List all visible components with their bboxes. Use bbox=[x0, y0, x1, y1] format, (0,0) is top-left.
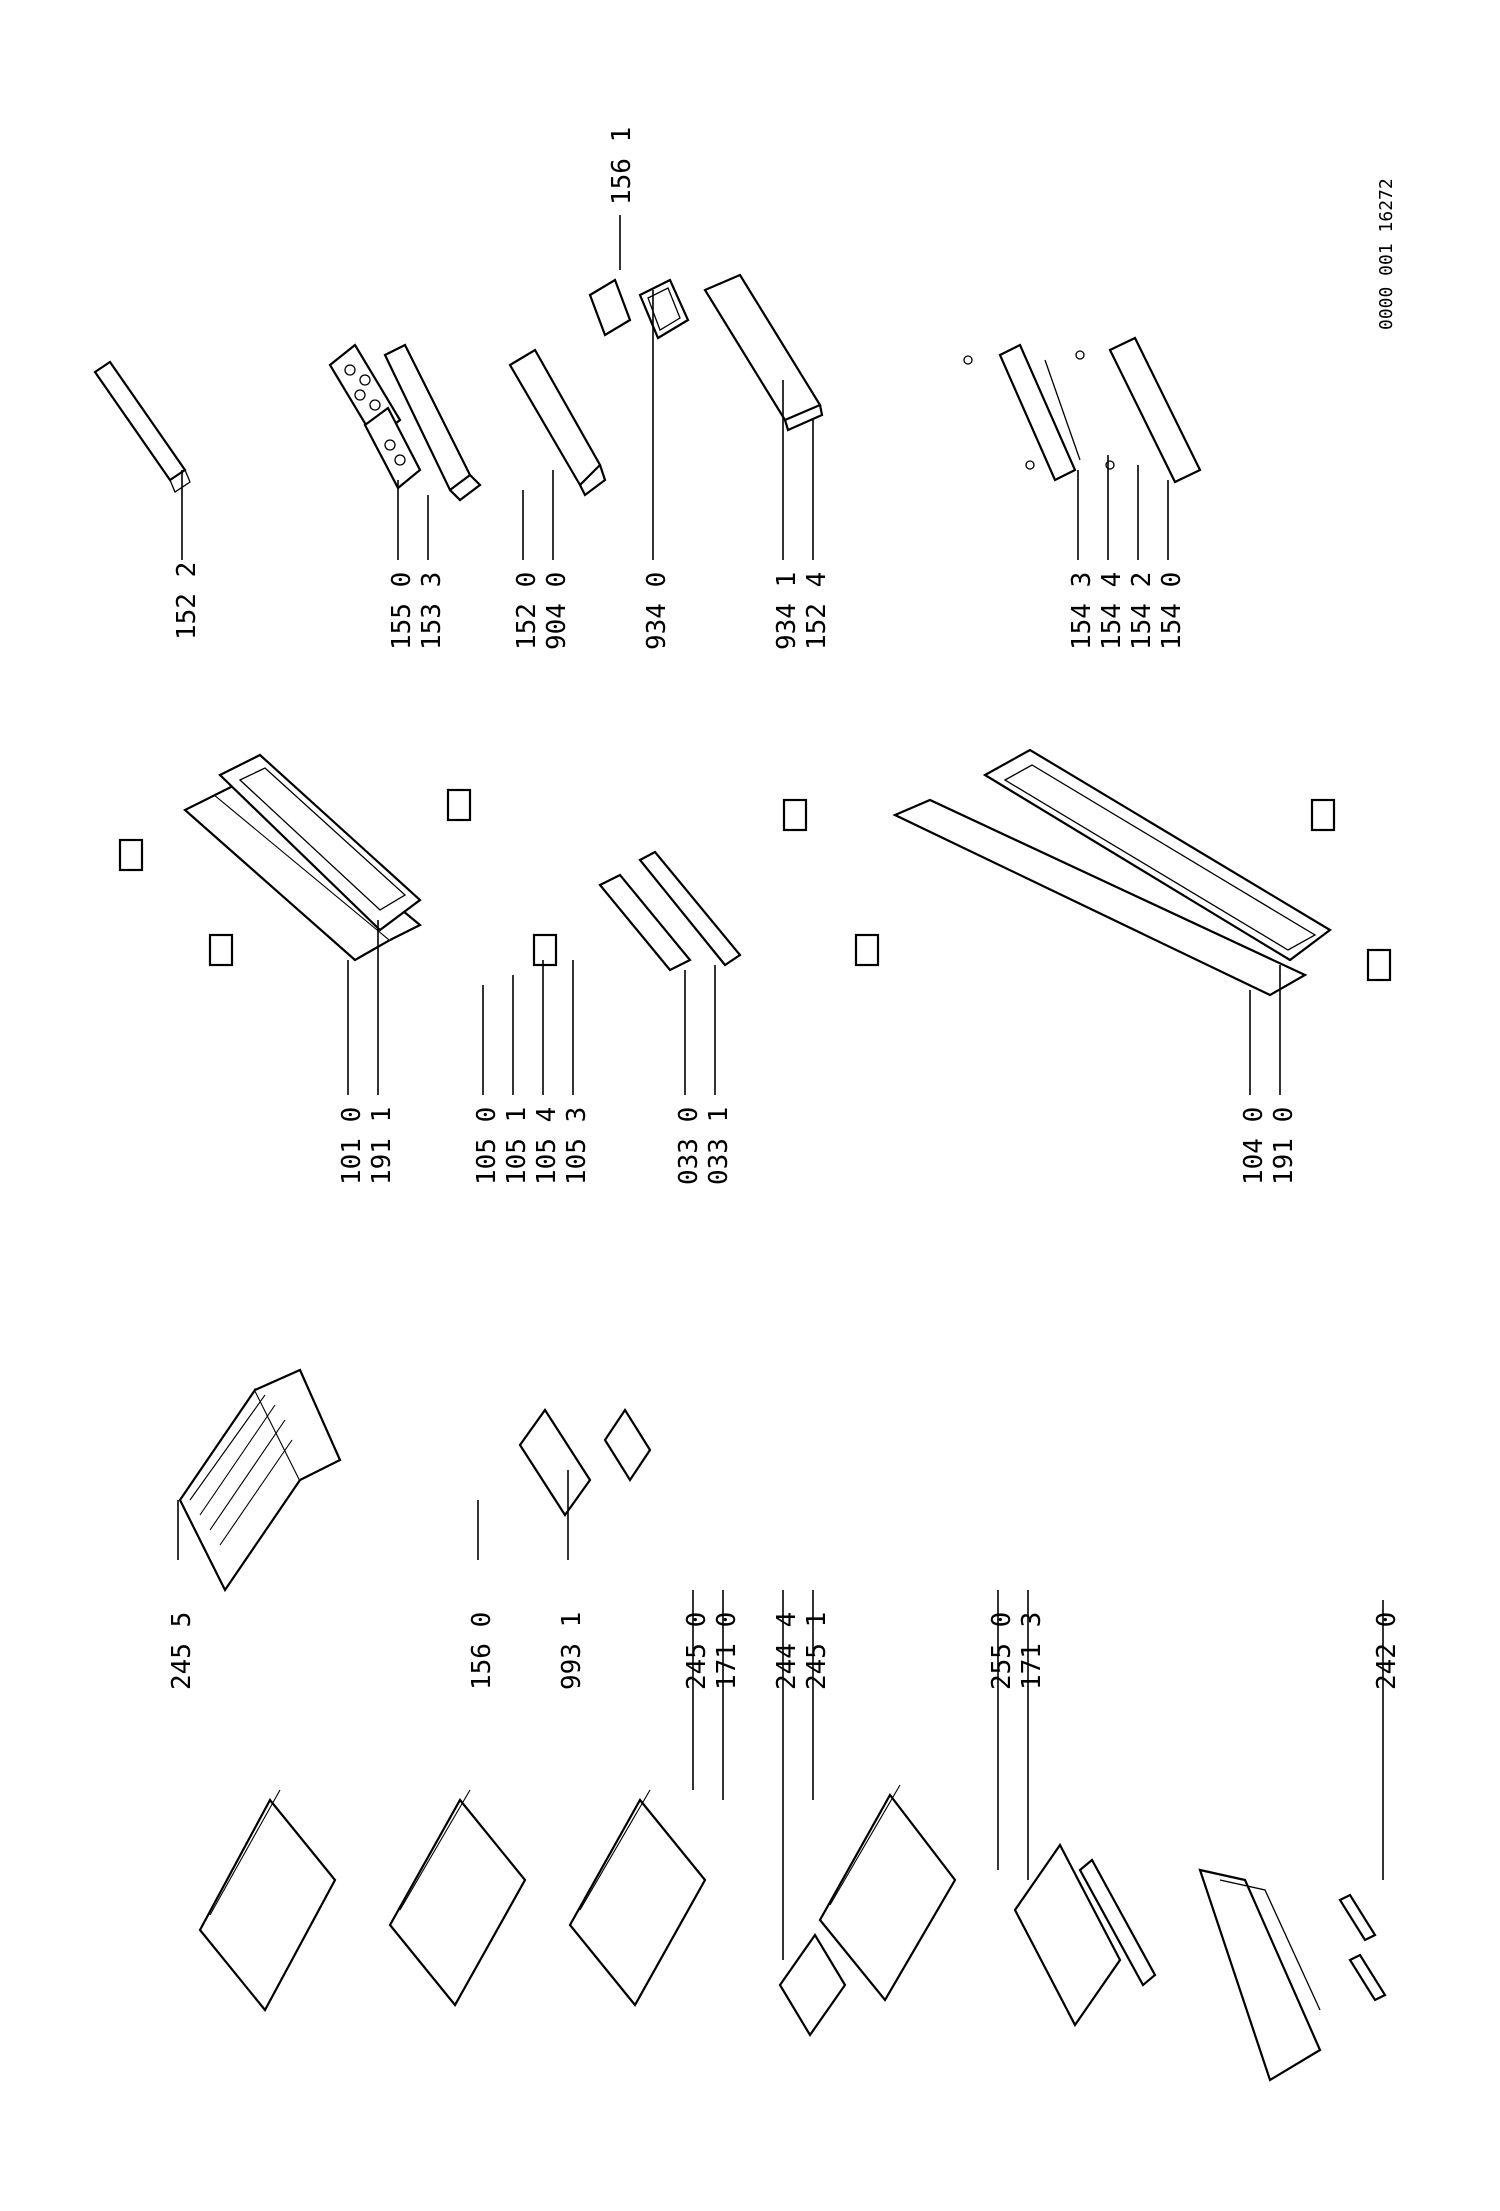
glass-shelf-part bbox=[1013, 1842, 1157, 2028]
part-label: 152 0 bbox=[512, 572, 542, 650]
ice-scoop-part bbox=[603, 1407, 652, 1483]
bottle-shelf-part bbox=[383, 343, 482, 502]
part-label: 171 3 bbox=[1017, 1612, 1047, 1690]
part-label: 904 0 bbox=[542, 572, 572, 650]
part-label: 245 1 bbox=[802, 1612, 832, 1690]
part-label: 154 0 bbox=[1157, 572, 1187, 650]
door-shelf-part bbox=[508, 348, 607, 497]
part-label: 152 4 bbox=[802, 572, 832, 650]
part-label: 101 0 bbox=[337, 1107, 367, 1185]
part-label: 154 2 bbox=[1127, 572, 1157, 650]
part-label: 245 0 bbox=[682, 1612, 712, 1690]
part-label: 033 0 bbox=[674, 1107, 704, 1185]
part-label: 993 1 bbox=[557, 1612, 587, 1690]
part-label: 154 3 bbox=[1067, 572, 1097, 650]
door-rail-part bbox=[93, 360, 191, 493]
part-label: 104 0 bbox=[1239, 1107, 1269, 1185]
part-label: 154 4 bbox=[1097, 572, 1127, 650]
part-label: 105 3 bbox=[562, 1107, 592, 1185]
hinge-part bbox=[118, 788, 1392, 982]
ice-tray-part bbox=[518, 1408, 592, 1517]
part-label: 105 0 bbox=[472, 1107, 502, 1185]
handle-strip-part bbox=[598, 850, 742, 972]
part-label: 105 4 bbox=[532, 1107, 562, 1185]
part-label: 033 1 bbox=[704, 1107, 734, 1185]
parts-artwork bbox=[93, 273, 1392, 2082]
wire-shelf-part bbox=[198, 1784, 957, 2038]
part-label: 153 3 bbox=[417, 572, 447, 650]
door-bin-part bbox=[963, 336, 1202, 484]
part-label: 105 1 bbox=[502, 1107, 532, 1185]
part-label: 156 1 bbox=[607, 127, 637, 205]
small-tray-part bbox=[588, 278, 690, 340]
part-label: 191 0 bbox=[1269, 1107, 1299, 1185]
part-label: 191 1 bbox=[367, 1107, 397, 1185]
part-label: 934 1 bbox=[772, 572, 802, 650]
part-label: 934 0 bbox=[642, 572, 672, 650]
part-label: 152 2 bbox=[172, 562, 202, 640]
part-label: 255 0 bbox=[987, 1612, 1017, 1690]
part-label: 155 0 bbox=[387, 572, 417, 650]
long-shelf-part bbox=[703, 273, 824, 432]
part-label: 242 0 bbox=[1372, 1612, 1402, 1690]
egg-tray-part bbox=[328, 343, 422, 490]
part-label: 245 5 bbox=[167, 1612, 197, 1690]
document-number: 0000 001 16272 bbox=[1376, 178, 1397, 330]
part-label: 156 0 bbox=[467, 1612, 497, 1690]
wire-rack-part bbox=[178, 1368, 342, 1593]
part-label: 171 0 bbox=[712, 1612, 742, 1690]
freezer-door-part bbox=[183, 753, 423, 962]
part-label: 244 4 bbox=[772, 1612, 802, 1690]
crisper-drawer-part bbox=[1198, 1868, 1387, 2082]
main-door-part bbox=[892, 748, 1332, 997]
